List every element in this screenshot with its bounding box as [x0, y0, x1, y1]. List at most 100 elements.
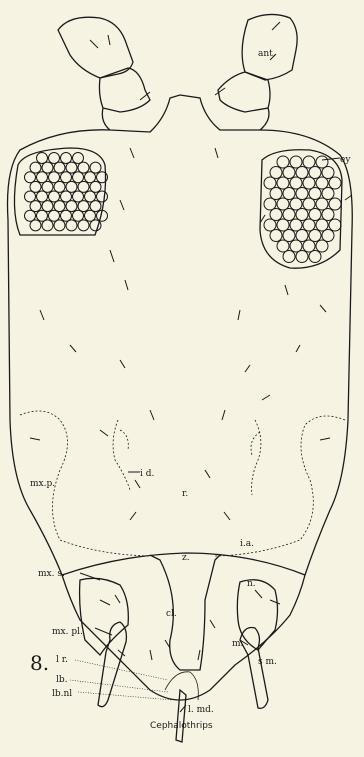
ommatidium: [290, 219, 302, 231]
ommatidium: [322, 209, 334, 221]
ommatidium: [49, 172, 60, 183]
ommatidium: [270, 230, 282, 242]
seta: [130, 512, 136, 520]
ommatidium: [283, 251, 295, 263]
setae: [30, 22, 352, 660]
clypeus: [150, 555, 220, 670]
seta: [245, 365, 250, 372]
seta: [120, 360, 125, 368]
ommatidium: [78, 201, 89, 212]
ommatidium: [309, 230, 321, 242]
ommatidium: [329, 198, 341, 210]
ommatidium: [309, 167, 321, 179]
ommatidium: [296, 167, 308, 179]
ommatidium: [42, 220, 53, 231]
ommatidium: [66, 201, 77, 212]
labrum: [165, 672, 198, 700]
label-mxpl: mx. pl.: [52, 627, 83, 637]
ommatidium: [296, 209, 308, 221]
seta: [130, 148, 134, 158]
ommatidium: [90, 220, 101, 231]
seta: [296, 345, 300, 352]
leader-mxpl: [95, 628, 112, 635]
ommatidium: [85, 191, 96, 202]
figure-caption: Cephalothrips: [150, 721, 213, 731]
label-id: i d.: [140, 469, 155, 479]
ommatidium: [290, 156, 302, 168]
figure-number: 8.: [30, 651, 49, 675]
ommatidium: [283, 188, 295, 200]
label-mxp: mx.p.: [30, 479, 55, 489]
ommatidium: [49, 210, 60, 221]
seta: [90, 40, 98, 48]
seta: [270, 600, 280, 604]
ommatidium: [322, 188, 334, 200]
seta: [238, 310, 240, 320]
seta: [222, 410, 225, 420]
seta: [135, 480, 140, 488]
seta: [115, 595, 120, 603]
ommatidium: [37, 153, 48, 164]
label-z: z.: [182, 553, 190, 563]
leader-lr: [75, 660, 168, 680]
ommatidium: [309, 251, 321, 263]
seta: [110, 250, 114, 262]
ommatidium: [90, 162, 101, 173]
label-mxs: mx. s.: [38, 569, 65, 579]
ommatidium: [316, 240, 328, 252]
seta: [285, 285, 288, 295]
right-maxillary-palp: [240, 628, 268, 709]
ommatidium: [283, 209, 295, 221]
ommatidium: [66, 220, 77, 231]
right-compound-eye: [260, 150, 342, 268]
right-antenna-segment-1: [242, 14, 297, 80]
ommatidium: [61, 153, 72, 164]
label-lb: lb.: [56, 675, 68, 685]
ommatidium: [283, 230, 295, 242]
label-ia: i.a.: [240, 539, 254, 549]
ommatidium: [270, 188, 282, 200]
ommatidium: [277, 240, 289, 252]
seta: [40, 310, 44, 320]
ommatidium: [54, 181, 65, 192]
left-antenna-segment-2: [99, 68, 150, 112]
ommatidium: [277, 219, 289, 231]
seta: [198, 650, 200, 660]
ommatidium: [30, 181, 41, 192]
ommatidium: [25, 172, 36, 183]
ommatidium: [316, 177, 328, 189]
left-maxillary-palp: [98, 622, 126, 707]
seta: [320, 438, 330, 440]
ommatidium: [264, 198, 276, 210]
ommatidium: [277, 156, 289, 168]
ommatidium: [42, 162, 53, 173]
seta: [262, 395, 270, 400]
ommatidium: [303, 240, 315, 252]
ommatidium: [61, 210, 72, 221]
ommatidium: [270, 209, 282, 221]
ommatidium: [322, 230, 334, 242]
seta: [205, 470, 210, 478]
ommatidium: [73, 172, 84, 183]
seta: [70, 345, 76, 352]
ommatidium: [290, 240, 302, 252]
label-lbnl: lb.nl: [52, 689, 72, 699]
ommatidium: [316, 198, 328, 210]
ommatidium: [309, 209, 321, 221]
ommatidium: [37, 210, 48, 221]
ommatidium: [78, 181, 89, 192]
ommatidium: [277, 198, 289, 210]
right-antenna-segment-2: [218, 72, 270, 112]
ommatidium: [66, 162, 77, 173]
ommatidium: [42, 201, 53, 212]
ommatidium: [54, 162, 65, 173]
ommatidium: [296, 251, 308, 263]
left-compound-eye: [14, 148, 107, 235]
ommatidium: [283, 167, 295, 179]
seta: [224, 512, 230, 520]
ommatidium: [316, 156, 328, 168]
ommatidium: [90, 181, 101, 192]
label-r: r.: [182, 489, 188, 499]
ommatidium: [264, 219, 276, 231]
ommatidium: [30, 220, 41, 231]
